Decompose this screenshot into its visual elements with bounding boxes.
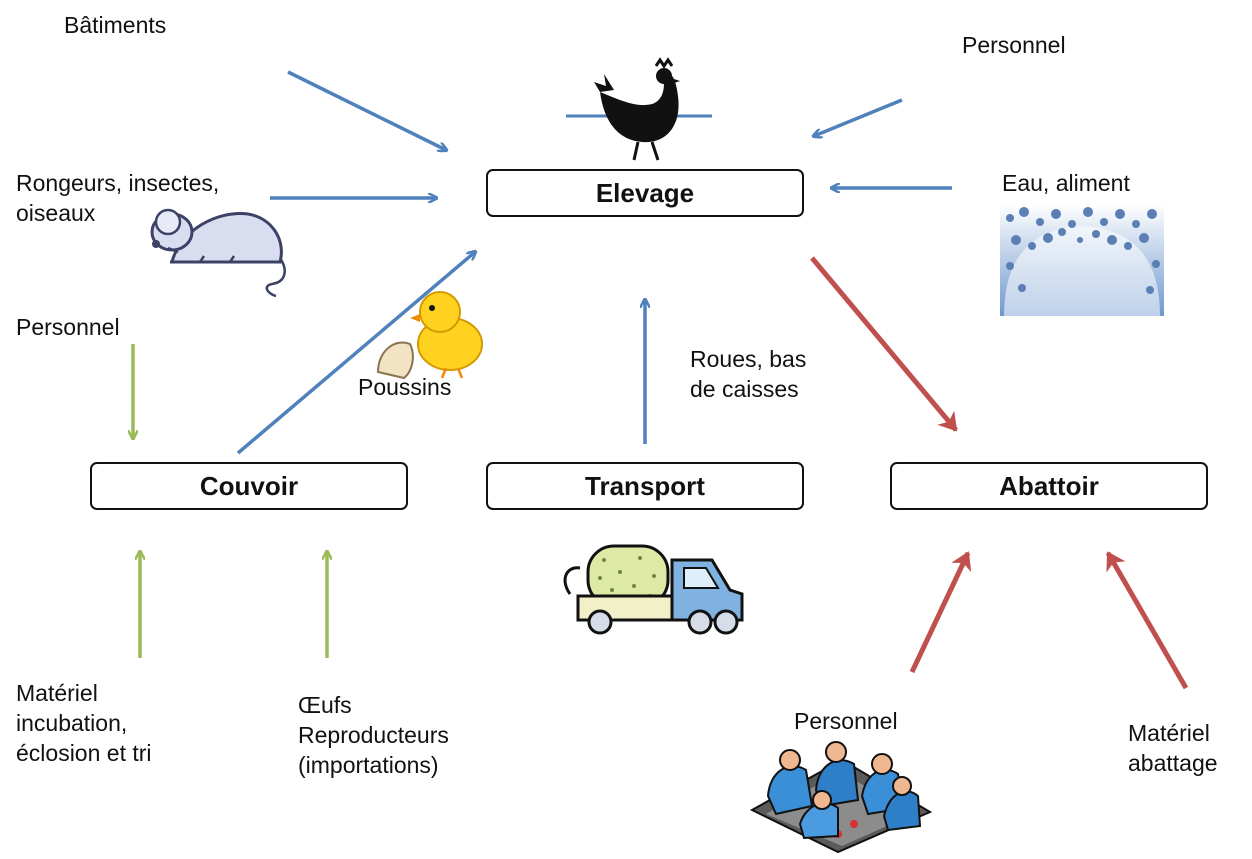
- chick-icon: [376, 291, 483, 380]
- label-personnel-elevage: Personnel: [962, 32, 1066, 58]
- label-rongeurs: Rongeurs, insectes, oiseaux: [16, 170, 220, 226]
- chicken-icon: [594, 57, 680, 161]
- arrow-elevage-abattoir: [810, 256, 958, 432]
- arrow-personnel-abattoir: [909, 551, 972, 674]
- label-roues: Roues, bas de caisses: [690, 346, 807, 402]
- label-materiel-incubation: Matériel incubation, éclosion et tri: [16, 680, 152, 766]
- node-couvoir: Couvoir: [90, 462, 408, 510]
- truck-icon: [563, 544, 744, 635]
- label-oeufs: Œufs Reproducteurs (importations): [298, 692, 449, 778]
- label-materiel-abattage: Matériel abattage: [1128, 720, 1218, 776]
- label-poussins: Poussins: [358, 374, 452, 400]
- arrow-materiel-abattage: [1105, 551, 1189, 690]
- label-batiments: Bâtiments: [64, 12, 167, 38]
- arrow-couvoir-elevage: [236, 252, 475, 455]
- node-abattoir: Abattoir: [890, 462, 1208, 510]
- water-drops-icon: [1000, 204, 1164, 316]
- label-eau-aliment: Eau, aliment: [1002, 170, 1130, 196]
- label-personnel-couvoir: Personnel: [16, 314, 120, 340]
- workers-icon: [749, 741, 933, 854]
- mouse-icon: [150, 208, 286, 298]
- node-transport: Transport: [486, 462, 804, 510]
- label-personnel-abattoir: Personnel: [794, 708, 898, 734]
- arrow-batiments: [287, 70, 446, 150]
- node-elevage: Elevage: [486, 169, 804, 217]
- arrow-personnel-elevage: [814, 98, 903, 136]
